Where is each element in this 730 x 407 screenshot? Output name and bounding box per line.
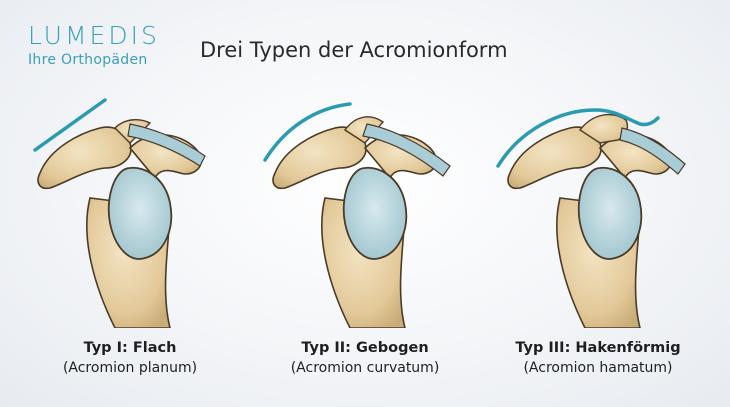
figure-type-1 [20,88,240,328]
figure-type-2 [255,88,475,328]
scapula-illustration-type-2 [263,102,451,328]
caption-latin-name: (Acromion planum) [62,360,198,376]
brand-logo: LUMEDIS Ihre Orthopäden [28,21,160,69]
caption-type-1: Typ I: Flach (Acromion planum) [15,338,245,378]
scapula-illustration-type-1 [33,98,206,328]
caption-type-label: Typ III: Hakenförmig [515,340,681,356]
logo-wordmark: LUMEDIS [28,21,160,50]
page-title: Drei Typen der Acromionform [200,38,508,62]
logo-tagline: Ihre Orthopäden [28,52,148,68]
caption-latin-name: (Acromion curvatum) [290,360,440,376]
scapula-illustration-type-3 [496,108,686,328]
caption-type-3: Typ III: Hakenförmig (Acromion hamatum) [483,338,713,378]
caption-type-label: Typ I: Flach [83,340,177,356]
caption-type-label: Typ II: Gebogen [301,340,429,356]
figure-type-3 [490,88,710,328]
caption-type-2: Typ II: Gebogen (Acromion curvatum) [250,338,480,378]
caption-latin-name: (Acromion hamatum) [523,360,673,376]
